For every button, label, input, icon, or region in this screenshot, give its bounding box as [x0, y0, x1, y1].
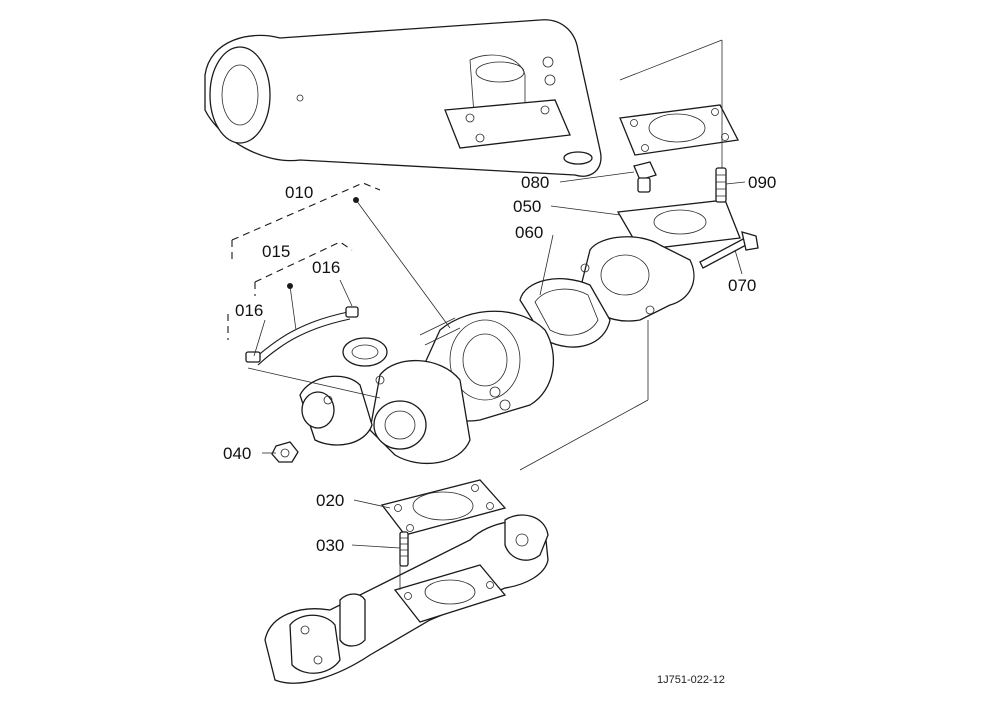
stud-030: [399, 531, 409, 567]
callout-070: 070: [728, 276, 756, 295]
callout-030: 030: [316, 536, 344, 555]
assembly-brackets: [227, 182, 381, 340]
oil-return-pipe: [245, 306, 359, 366]
leader-lines: [247, 39, 746, 590]
bolt-070: [699, 231, 759, 269]
callout-016-lower: 016: [235, 301, 263, 320]
plug-080: [633, 161, 657, 193]
callout-080: 080: [521, 173, 549, 192]
turbocharger: [299, 310, 555, 465]
callout-015: 015: [262, 242, 290, 261]
elbow-adapter: [579, 199, 741, 322]
muffler: [204, 19, 602, 177]
callout-050: 050: [513, 197, 541, 216]
callout-020: 020: [316, 491, 344, 510]
callout-labels: 010 015 016 016 020 030 040 050 060 070 …: [223, 173, 776, 555]
callout-010: 010: [285, 183, 313, 202]
callout-040: 040: [223, 444, 251, 463]
reference-code: 1J751-022-12: [657, 674, 725, 686]
callout-060: 060: [515, 223, 543, 242]
nut-040: [271, 441, 299, 463]
callout-016-upper: 016: [312, 258, 340, 277]
stud-090: [715, 167, 727, 203]
exhaust-manifold: [264, 514, 549, 684]
outlet-gasket: [619, 104, 739, 156]
inlet-gasket: [380, 479, 507, 536]
callout-090: 090: [748, 173, 776, 192]
